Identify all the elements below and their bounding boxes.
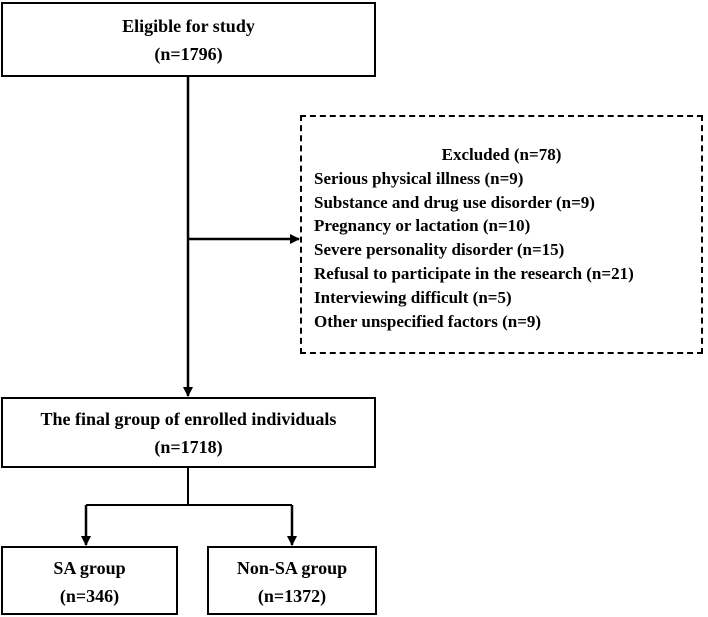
sa-group-title: SA group — [53, 558, 126, 578]
eligible-title: Eligible for study — [122, 16, 255, 36]
excluded-item: Serious physical illness (n=9) — [314, 168, 524, 188]
excluded-item: Interviewing difficult (n=5) — [314, 287, 512, 307]
non-sa-group-box: Non-SA group (n=1372) — [207, 546, 377, 615]
final-group-box: The final group of enrolled individuals … — [1, 397, 376, 468]
excluded-item: Refusal to participate in the research (… — [314, 263, 634, 283]
excluded-box: Excluded (n=78) Serious physical illness… — [300, 115, 703, 354]
excluded-item: Severe personality disorder (n=15) — [314, 240, 565, 260]
excluded-item: Substance and drug use disorder (n=9) — [314, 192, 595, 212]
non-sa-group-count: (n=1372) — [257, 586, 327, 606]
excluded-item: Other unspecified factors (n=9) — [314, 311, 542, 331]
sa-group-count: (n=346) — [59, 586, 120, 606]
non-sa-group-title: Non-SA group — [236, 558, 348, 578]
excluded-item: Pregnancy or lactation (n=10) — [314, 216, 531, 236]
excluded-title: Excluded (n=78) — [441, 145, 562, 164]
final-group-count: (n=1718) — [154, 437, 223, 457]
excluded-list: Serious physical illness (n=9) Substance… — [314, 167, 701, 334]
sa-group-box: SA group (n=346) — [1, 546, 178, 615]
final-group-title: The final group of enrolled individuals — [40, 409, 337, 429]
eligible-box: Eligible for study (n=1796) — [1, 2, 376, 77]
eligible-count: (n=1796) — [154, 44, 223, 64]
